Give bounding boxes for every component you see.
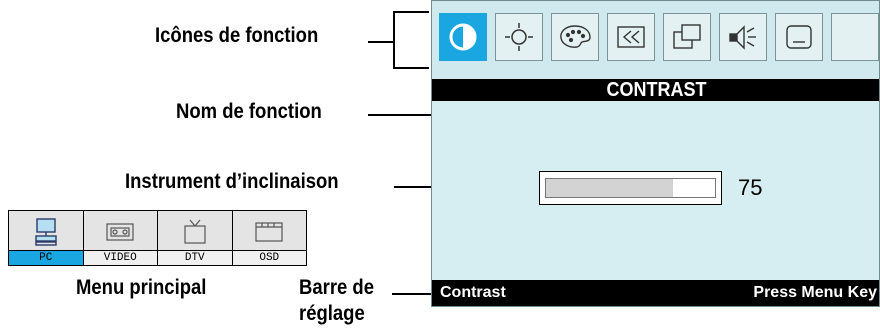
bracket-bottom: [393, 67, 429, 69]
menu-item-dtv[interactable]: DTV: [158, 211, 233, 265]
brightness-icon[interactable]: [495, 13, 543, 61]
function-name: CONTRAST: [606, 79, 707, 101]
contrast-slider[interactable]: [539, 171, 722, 205]
menu-item-pc[interactable]: PC: [9, 211, 84, 265]
next-function-icon[interactable]: [831, 13, 879, 61]
label-adjust-bar-line1: Barre de: [299, 276, 374, 299]
screen-size-icon[interactable]: [775, 13, 823, 61]
adjust-bar: Contrast Press Menu Key: [432, 280, 879, 306]
adjust-bar-function: Contrast: [440, 284, 506, 301]
slider-fill: [546, 179, 673, 197]
label-function-icons: Icônes de fonction: [155, 24, 319, 47]
menu-item-label: OSD: [232, 250, 306, 265]
window-position-icon[interactable]: [663, 13, 711, 61]
tv-icon: [158, 215, 232, 249]
osd-window: CONTRAST 75 Contrast Press Menu Key: [431, 0, 880, 307]
label-main-menu: Menu principal: [76, 276, 207, 299]
label-function-name: Nom de fonction: [176, 100, 322, 123]
color-palette-icon[interactable]: [551, 13, 599, 61]
contrast-icon[interactable]: [439, 13, 487, 61]
menu-item-label: DTV: [158, 250, 232, 265]
slider-track: [545, 178, 716, 198]
computer-icon: [9, 215, 83, 249]
bracket-function-icons: [393, 11, 395, 69]
label-adjust-bar-line2: réglage: [299, 302, 365, 325]
leader-function-icons: [368, 41, 393, 43]
menu-item-label: VIDEO: [83, 250, 157, 265]
slider-value: 75: [738, 175, 763, 200]
speaker-volume-icon[interactable]: [719, 13, 767, 61]
label-gauge: Instrument d’inclinaison: [125, 170, 339, 193]
main-menu: PC VIDEO DTV OSD: [8, 210, 307, 266]
videotape-icon: [84, 215, 158, 249]
osd-screen-icon: [233, 215, 307, 249]
adjust-bar-hint: Press Menu Key: [753, 284, 877, 301]
leader-adjust-bar: [392, 293, 432, 295]
menu-item-osd[interactable]: OSD: [232, 211, 307, 265]
menu-item-video[interactable]: VIDEO: [83, 211, 158, 265]
function-icon-bar: [432, 1, 879, 79]
rewind-icon[interactable]: [607, 13, 655, 61]
menu-item-label: PC: [9, 250, 83, 265]
bracket-top: [393, 11, 429, 13]
function-name-bar: CONTRAST: [432, 79, 879, 101]
